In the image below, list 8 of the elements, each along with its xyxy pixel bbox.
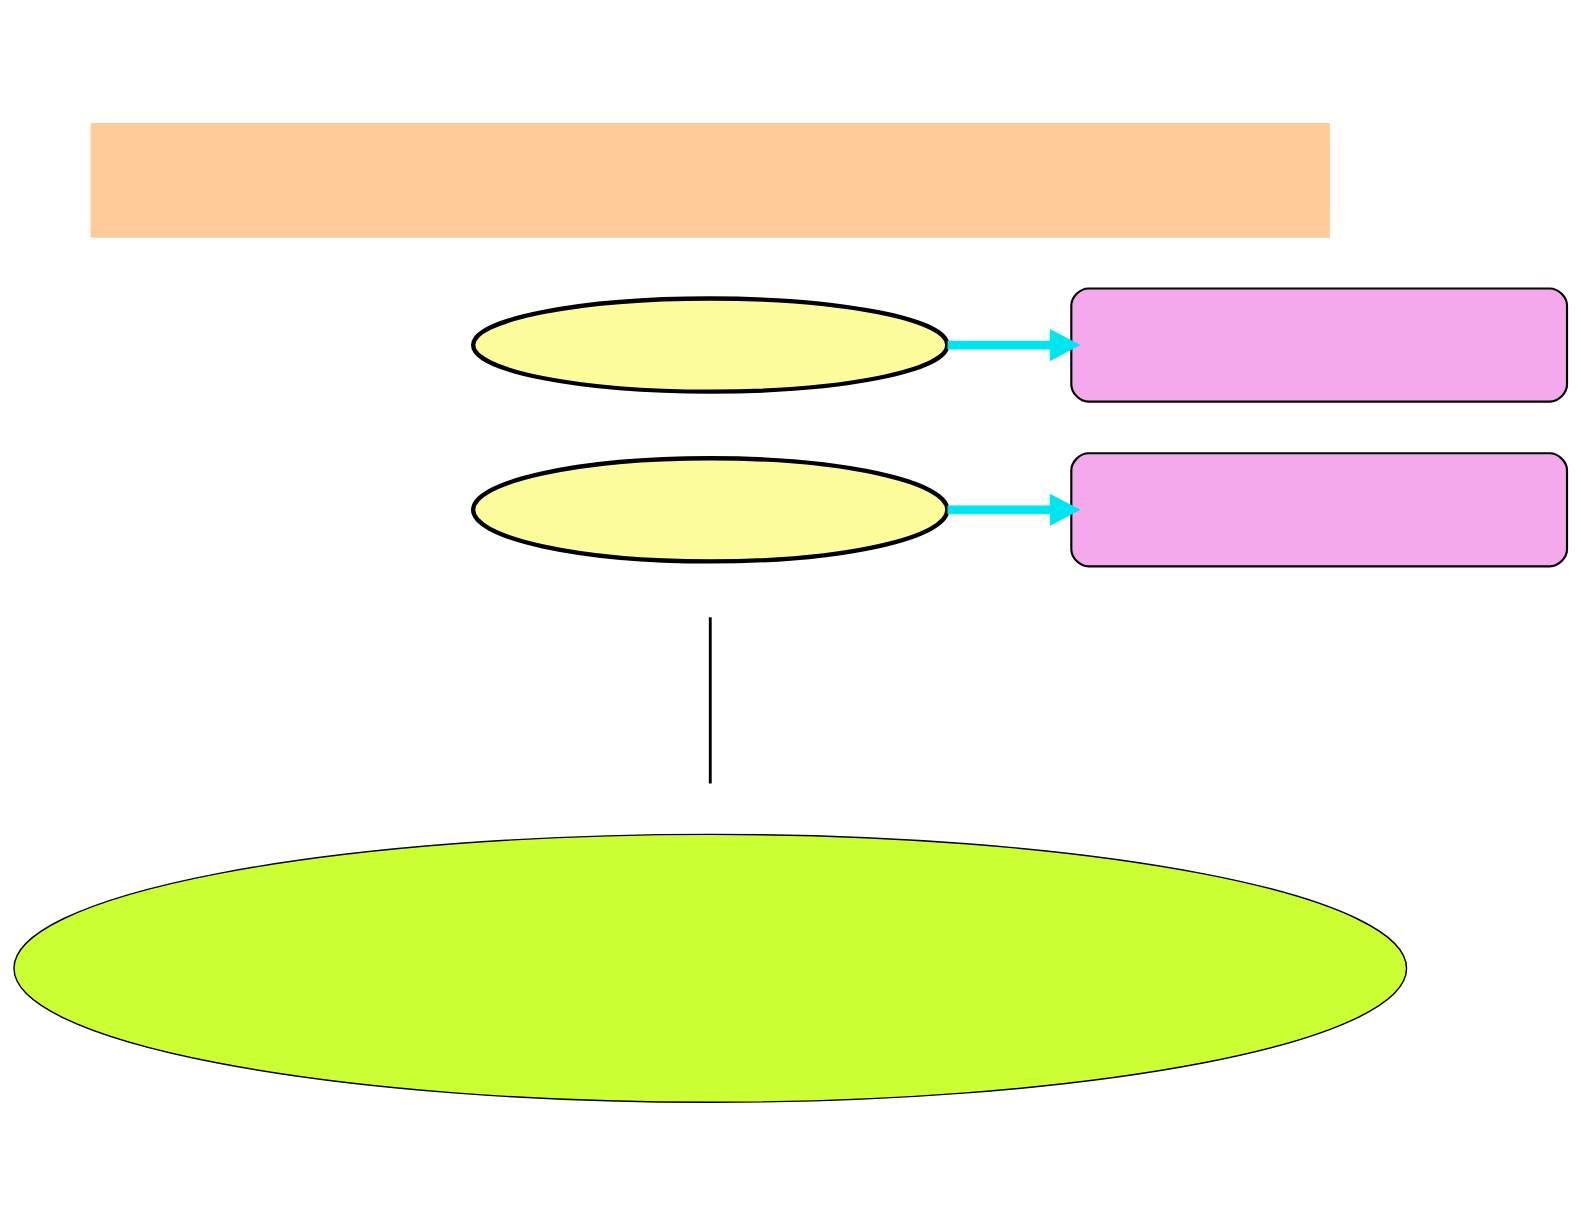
node-ellipse	[471, 295, 950, 394]
node-box	[1070, 286, 1569, 403]
arrow	[947, 328, 1081, 361]
node-box	[1070, 451, 1569, 567]
node-ellipse	[471, 455, 950, 564]
node-ellipse	[13, 833, 1408, 1103]
arrow	[947, 493, 1081, 526]
node-box	[90, 122, 1330, 238]
